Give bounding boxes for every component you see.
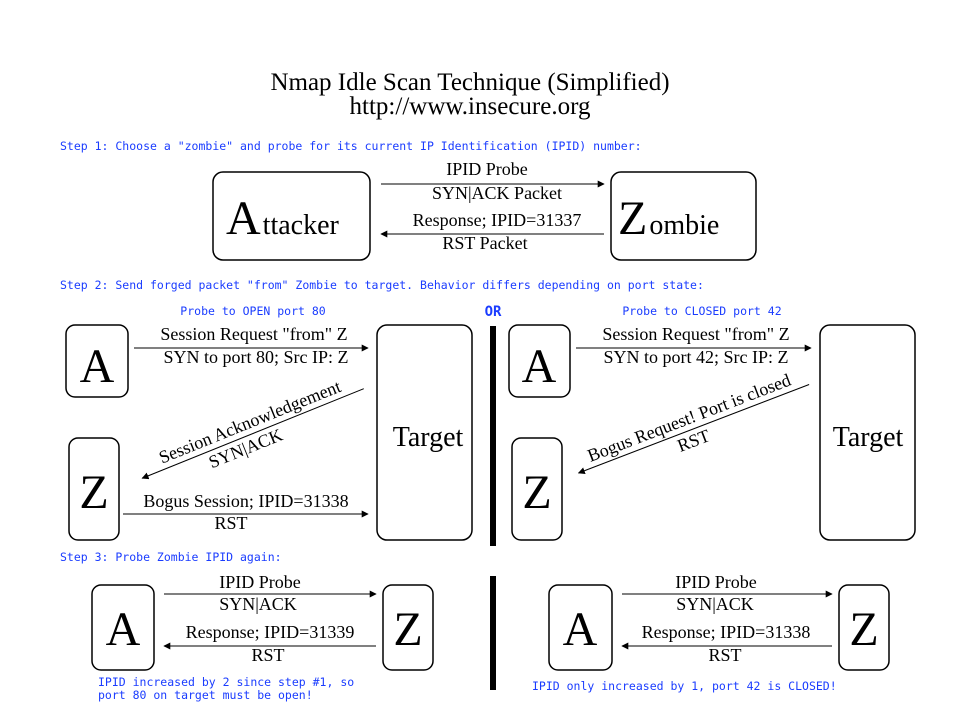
left-target-label: Target [393, 422, 464, 453]
right-target-box [819, 324, 916, 541]
step3-right-response-bottom: RST [708, 645, 741, 665]
right-zombie-box [511, 437, 563, 541]
step3-caption: Step 3: Probe Zombie IPID again: [60, 550, 282, 564]
step3-right-probe-top: IPID Probe [675, 572, 757, 592]
step2-caption: Step 2: Send forged packet "from" Zombie… [60, 278, 704, 292]
left-bogus-top: Bogus Session; IPID=31338 [143, 491, 348, 511]
step3-left-attacker-box [91, 584, 155, 671]
right-request-top: Session Request "from" Z [602, 324, 789, 344]
step2-left-heading: Probe to OPEN port 80 [180, 304, 325, 318]
right-attacker-label: A [522, 340, 557, 393]
step1-caption: Step 1: Choose a "zombie" and probe for … [60, 139, 642, 153]
right-target-label: Target [833, 422, 904, 453]
step3-left-zombie-box [382, 584, 434, 671]
step3-right-attacker-box [548, 584, 613, 671]
step1-response-bottom: RST Packet [442, 233, 527, 253]
or-label: OR [485, 304, 502, 320]
right-request-bottom: SYN to port 42; Src IP: Z [603, 347, 788, 367]
step1-probe-top: IPID Probe [446, 159, 528, 179]
attacker-box [212, 171, 371, 261]
left-ack-arrow [141, 388, 364, 480]
step3-right-attacker-label: A [563, 603, 598, 656]
step3-right-probe-bottom: SYN|ACK [676, 594, 754, 614]
step3-right-conclusion: IPID only increased by 1, port 42 is CLO… [532, 679, 837, 693]
right-zombie-label: Z [522, 466, 551, 519]
zombie-label: Zombie [618, 192, 719, 245]
left-zombie-label: Z [79, 466, 108, 519]
left-ack-group: Session Acknowledgement SYN|ACK [141, 376, 364, 480]
right-attacker-box [508, 324, 571, 398]
step3-left-attacker-label: A [106, 603, 141, 656]
left-bogus-bottom: RST [214, 513, 247, 533]
right-bogus-group: Bogus Request! Port is closed RST [577, 370, 810, 475]
left-attacker-box [65, 324, 129, 398]
step3-left-probe-top: IPID Probe [219, 572, 301, 592]
step3-left-conclusion-1: IPID increased by 2 since step #1, so [98, 675, 354, 689]
step1-response-top: Response; IPID=31337 [413, 210, 582, 230]
left-zombie-box [68, 437, 120, 541]
step3-left-conclusion-2: port 80 on target must be open! [98, 688, 313, 702]
right-bogus-arrow [577, 384, 810, 475]
zombie-box [610, 171, 757, 261]
step1-probe-bottom: SYN|ACK Packet [432, 183, 562, 203]
step3-left-response-bottom: RST [251, 645, 284, 665]
step3-left-zombie-label: Z [393, 603, 422, 656]
step3-right-response-top: Response; IPID=31338 [642, 622, 811, 642]
step3-left-probe-bottom: SYN|ACK [219, 594, 297, 614]
diagram-title: Nmap Idle Scan Technique (Simplified) [270, 69, 669, 96]
step3-right-zombie-label: Z [849, 603, 878, 656]
step3-right-zombie-box [838, 584, 890, 671]
step3-left-response-top: Response; IPID=31339 [186, 622, 355, 642]
attacker-label: Attacker [226, 192, 340, 245]
left-request-top: Session Request "from" Z [160, 324, 347, 344]
left-attacker-label: A [80, 340, 115, 393]
diagram-url: http://www.insecure.org [350, 93, 591, 120]
step2-right-heading: Probe to CLOSED port 42 [622, 304, 781, 318]
left-target-box [376, 324, 473, 541]
left-request-bottom: SYN to port 80; Src IP: Z [163, 347, 348, 367]
